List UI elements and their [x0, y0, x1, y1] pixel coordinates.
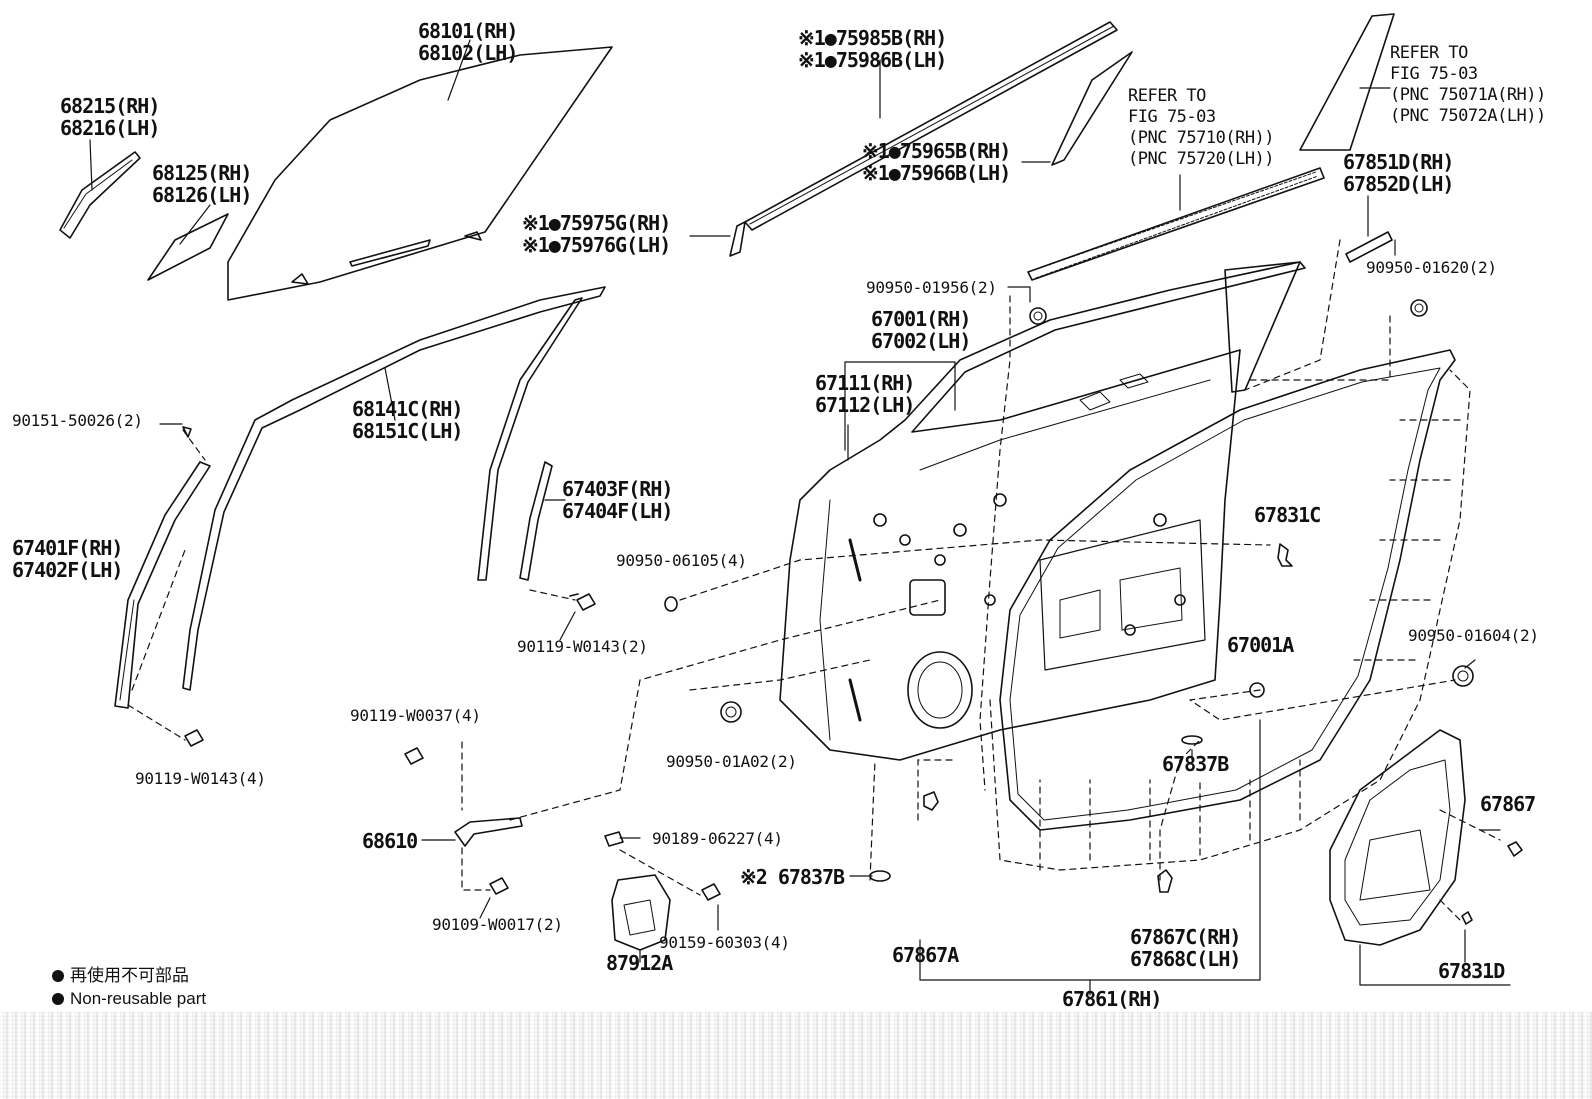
label-67001: 67001(RH) 67002(LH) — [871, 307, 971, 353]
door-shell-shape — [779, 261, 1306, 761]
label-67001a: 67001A — [1227, 633, 1294, 657]
legend-item-en: Non-reusable part — [52, 987, 206, 1010]
label-67867c: 67867C(RH) 67868C(LH) — [1130, 925, 1241, 971]
label-67837b: 67837B — [1162, 752, 1229, 776]
bullet-icon — [52, 970, 64, 982]
frame-molding-shapes — [182, 286, 606, 691]
service-cover-shape — [1329, 729, 1511, 986]
label-75985b: ※1●75985B(RH) ※1●75986B(LH) — [798, 26, 947, 72]
label-90950-01604: 90950-01604(2) — [1408, 626, 1539, 645]
label-68215: 68215(RH) 68216(LH) — [60, 94, 160, 140]
label-90950-01956: 90950-01956(2) — [866, 278, 997, 297]
label-68101: 68101(RH) 68102(LH) — [418, 19, 518, 65]
label-90119-w0037: 90119-W0037(4) — [350, 706, 481, 725]
label-67111: 67111(RH) 67112(LH) — [815, 371, 915, 417]
belt-moldings-shapes — [689, 21, 1133, 257]
legend-item-jp: 再使用不可部品 — [52, 964, 206, 987]
legend-text-en: Non-reusable part — [70, 989, 207, 1008]
door-check-shape — [421, 817, 523, 847]
weatherstrip-shapes — [1027, 13, 1395, 281]
speaker-bracket-shape — [611, 874, 671, 963]
bullet-icon — [52, 993, 64, 1005]
label-90119-w0143-2: 90119-W0143(2) — [517, 637, 648, 656]
label-67831c: 67831C — [1254, 503, 1321, 527]
label-90119-w0143-4: 90119-W0143(4) — [135, 769, 266, 788]
label-67851d: 67851D(RH) 67852D(LH) — [1343, 150, 1454, 196]
label-75965b: ※1●75965B(RH) ※1●75966B(LH) — [862, 139, 1011, 185]
hidden-lines — [127, 239, 1501, 921]
label-67861: 67861(RH) — [1062, 987, 1162, 1011]
label-90189-06227: 90189-06227(4) — [652, 829, 783, 848]
scan-noise-band — [0, 1012, 1592, 1099]
label-68125: 68125(RH) 68126(LH) — [152, 161, 252, 207]
label-67867a: 67867A — [892, 943, 959, 967]
legend-text-jp: 再使用不可部品 — [70, 966, 189, 985]
label-68610: 68610 — [362, 829, 418, 853]
label-67831d: 67831D — [1438, 959, 1505, 983]
label-refer-fig-75-03-b: REFER TO FIG 75-03 (PNC 75071A(RH)) (PNC… — [1390, 43, 1546, 126]
door-glass-shape — [227, 39, 613, 301]
run-channel-shapes — [114, 423, 566, 709]
label-67403f: 67403F(RH) 67404F(LH) — [562, 477, 673, 523]
label-87912a: 87912A — [606, 951, 673, 975]
label-67837b-2: ※2 67837B — [740, 865, 845, 889]
label-90159-60303: 90159-60303(4) — [659, 933, 790, 952]
label-75975g: ※1●75975G(RH) ※1●75976G(LH) — [522, 211, 671, 257]
label-67401f: 67401F(RH) 67402F(LH) — [12, 536, 123, 582]
label-90151-50026: 90151-50026(2) — [12, 411, 143, 430]
label-67867: 67867 — [1480, 792, 1536, 816]
legend: 再使用不可部品 Non-reusable part — [52, 964, 206, 1010]
label-90950-06105: 90950-06105(4) — [616, 551, 747, 570]
label-90950-01620: 90950-01620(2) — [1366, 258, 1497, 277]
label-90950-01a02: 90950-01A02(2) — [666, 752, 797, 771]
quarter-glass-shapes — [59, 139, 229, 281]
label-90109-w0017: 90109-W0017(2) — [432, 915, 563, 934]
leader-lines — [479, 239, 1476, 996]
door-weatherstrip-shape — [999, 349, 1456, 831]
label-refer-fig-75-03-a: REFER TO FIG 75-03 (PNC 75710(RH)) (PNC … — [1128, 86, 1275, 169]
label-68141c: 68141C(RH) 68151C(LH) — [352, 397, 463, 443]
